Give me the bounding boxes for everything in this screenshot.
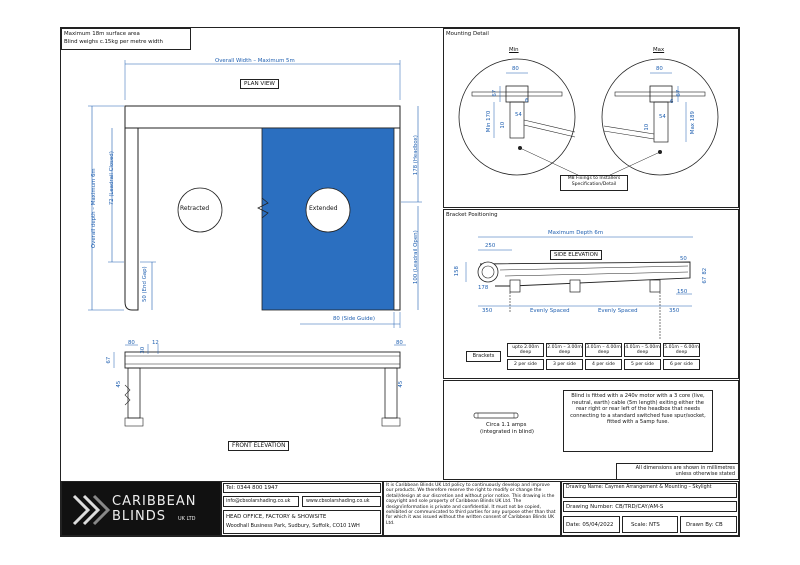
logo-line-1: CARIBBEAN	[112, 494, 197, 509]
front-dim-80-left: 80	[128, 340, 135, 346]
date-cell: Date: 05/04/2022	[563, 516, 620, 533]
side-elevation-title: SIDE ELEVATION	[550, 250, 602, 261]
bracket-dim-250: 250	[485, 243, 496, 249]
front-dim-80-right: 80	[396, 340, 403, 346]
amps-line-2: (integrated in blind)	[480, 429, 534, 435]
mounting-max-label: Max	[653, 47, 665, 53]
drawn-by-text: Drawn By: CB	[686, 522, 723, 528]
scale-cell: Scale: NTS	[622, 516, 678, 533]
bracket-dim-178: 178	[478, 285, 489, 291]
drawing-number-cell: Drawing Number: CB/TRD/CAY/AM-S	[563, 501, 737, 512]
bracket-dim-50: 50	[680, 256, 687, 262]
bracket-dim-150: 150	[677, 289, 688, 295]
bracket-dim-350-right: 350	[669, 308, 680, 314]
max-dim-80: 80	[656, 66, 663, 72]
fixings-line-2: Specification/Detail	[571, 182, 617, 187]
mounting-detail-title: Mounting Detail	[446, 31, 489, 37]
bracket-positioning-title: Bracket Positioning	[446, 212, 498, 218]
web-link[interactable]: www.cbsolarshading.co.uk	[306, 499, 370, 504]
retracted-label: Retracted	[180, 205, 210, 212]
web-cell[interactable]: www.cbsolarshading.co.uk	[302, 496, 381, 507]
email-link[interactable]: info@cbsolarshading.co.uk	[226, 499, 291, 504]
drawing-name-cell: Drawing Name: Caymen Arrangement & Mount…	[563, 483, 737, 498]
brackets-table-label: Brackets	[466, 351, 501, 362]
min-dim-6: 6	[525, 98, 529, 104]
scale-text: Scale: NTS	[631, 522, 660, 528]
min-dim-80: 80	[512, 66, 519, 72]
bracket-range-4: 4.01m – 5.00m deep	[624, 343, 661, 357]
min-dim-54: 54	[515, 112, 522, 118]
bracket-range-5: 5.01m – 6.00m deep	[663, 343, 700, 357]
front-dim-12: 12	[152, 340, 159, 346]
evenly-spaced-2: Evenly Spaced	[598, 308, 638, 314]
logo-suffix: UK LTD	[178, 516, 196, 522]
company-logo-block: CARIBBEAN BLINDS UK LTD	[61, 481, 221, 536]
disclaimer-block: It is Caribbean Blinds UK Ltd policy to …	[383, 481, 561, 536]
address-cell: HEAD OFFICE, FACTORY & SHOWSITE Woodhall…	[223, 510, 381, 534]
bracket-count-2: 3 per side	[546, 359, 583, 370]
evenly-spaced-1: Evenly Spaced	[530, 308, 570, 314]
tel-cell: Tel: 0344 800 1947	[223, 483, 381, 493]
bracket-count-5: 6 per side	[663, 359, 700, 370]
mounting-min-label: Min	[509, 47, 519, 53]
disclaimer-text: It is Caribbean Blinds UK Ltd policy to …	[386, 483, 556, 526]
motor-text: Blind is fitted with a 240v motor with a…	[570, 393, 706, 426]
amps-line-1: Circa 1.1 amps	[486, 422, 527, 428]
bracket-range-3: 3.01m – 4.00m deep	[585, 343, 622, 357]
bracket-range-1: upto 2.00m deep	[507, 343, 544, 357]
max-dim-6: 6	[670, 99, 674, 105]
dimensions-note: All dimensions are shown in millimetres …	[616, 463, 739, 480]
plan-view-title: PLAN VIEW	[240, 79, 279, 90]
drawing-name-text: Drawing Name: Caymen Arrangement & Mount…	[566, 485, 712, 490]
max-depth-label: Maximum Depth 6m	[548, 230, 604, 236]
note-surface-area: Maximum 18m surface area	[64, 31, 140, 37]
bracket-count-3: 4 per side	[585, 359, 622, 370]
bracket-range-2: 2.01m – 3.00m deep	[546, 343, 583, 357]
note-weight: Blind weighs c.15kg per metre width	[64, 39, 163, 45]
email-cell[interactable]: info@cbsolarshading.co.uk	[223, 496, 299, 507]
fixings-line-1: M8 Fixings to Installers	[567, 176, 621, 181]
side-guide-label: 80 (Side Guide)	[333, 316, 375, 322]
max-dim-54: 54	[659, 114, 666, 120]
caribbean-logo-icon	[72, 494, 111, 526]
drawn-by-cell: Drawn By: CB	[680, 516, 737, 533]
dimensions-note-text: All dimensions are shown in millimetres …	[635, 465, 735, 478]
notes-box: Maximum 18m surface area Blind weighs c.…	[61, 28, 191, 50]
motor-note: Blind is fitted with a 240v motor with a…	[563, 390, 713, 452]
drawing-number-text: Drawing Number: CB/TRD/CAY/AM-S	[566, 504, 664, 510]
tel-text: Tel: 0344 800 1947	[226, 485, 278, 491]
logo-line-2: BLINDS	[112, 509, 166, 524]
date-text: Date: 05/04/2022	[566, 522, 614, 528]
address-text: Woodhall Business Park, Sudbury, Suffolk…	[226, 523, 360, 529]
front-elevation-title: FRONT ELEVATION	[228, 441, 290, 452]
overall-width-label: Overall Width – Maximum 5m	[215, 58, 295, 64]
fixings-note: M8 Fixings to Installers Specification/D…	[560, 175, 628, 191]
extended-label: Extended	[309, 205, 338, 212]
bracket-dim-350-left: 350	[482, 308, 493, 314]
head-office-text: HEAD OFFICE, FACTORY & SHOWSITE	[226, 514, 327, 520]
brackets-label-text: Brackets	[472, 353, 495, 359]
bracket-count-1: 2 per side	[507, 359, 544, 370]
bracket-count-4: 5 per side	[624, 359, 661, 370]
